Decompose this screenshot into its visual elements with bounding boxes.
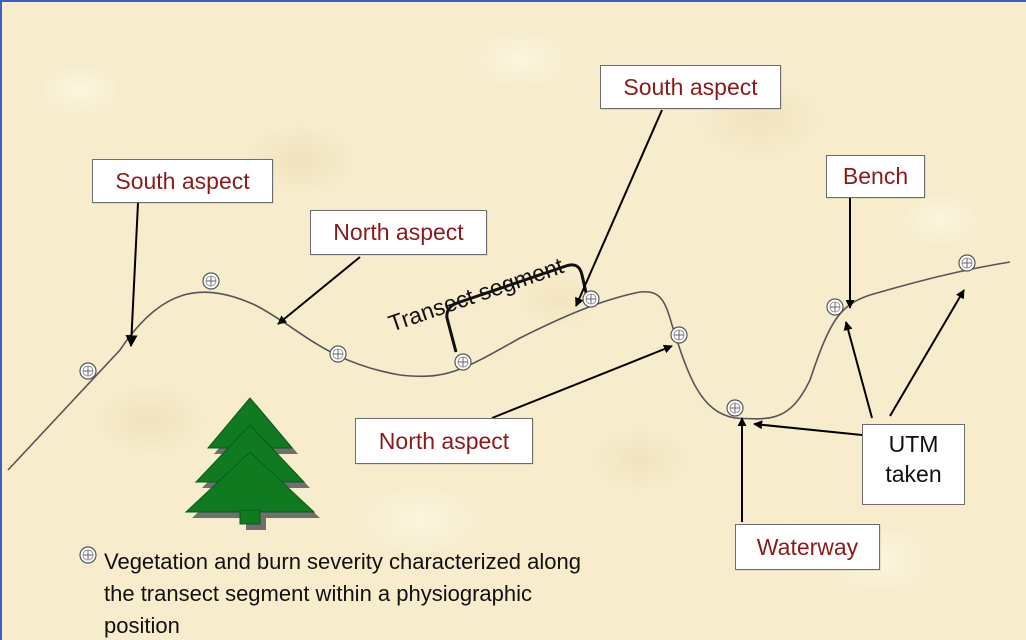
legend-text-block: Vegetation and burn severity characteriz…	[104, 546, 764, 640]
label-south-aspect-top: South aspect	[600, 65, 781, 109]
arrow-north-aspect-lower	[491, 344, 673, 419]
legend-line-2: the transect segment within a physiograp…	[104, 581, 533, 606]
plot-point-marker-icon	[79, 362, 97, 380]
utm-line-2: taken	[885, 461, 942, 487]
legend-line-3: position	[104, 613, 180, 638]
legend-line-1: Vegetation and burn severity characteriz…	[104, 549, 581, 574]
arrow-utm-to-waterway	[753, 420, 863, 436]
arrow-north-aspect-upper	[277, 256, 361, 325]
label-waterway: Waterway	[735, 524, 880, 570]
legend-marker-icon	[79, 546, 97, 564]
plot-point-marker-icon	[202, 272, 220, 290]
plot-point-marker-icon	[670, 326, 688, 344]
label-north-aspect-upper: North aspect	[310, 210, 487, 255]
arrow-south-aspect-top	[575, 109, 663, 307]
plot-point-marker-icon	[726, 399, 744, 417]
transect-segment-bracket	[445, 263, 589, 353]
plot-point-marker-icon	[329, 345, 347, 363]
arrow-south-aspect-left	[125, 202, 139, 348]
plot-point-marker-icon	[454, 353, 472, 371]
plot-point-marker-icon	[582, 290, 600, 308]
arrow-utm-to-ridge	[889, 289, 965, 417]
arrow-utm-to-bench	[843, 321, 873, 419]
utm-line-1: UTM	[888, 431, 939, 457]
label-utm-taken: UTM taken	[862, 424, 965, 505]
conifer-tree-icon	[184, 397, 320, 530]
label-north-aspect-lower: North aspect	[355, 418, 533, 464]
label-south-aspect-left: South aspect	[92, 159, 273, 203]
label-bench: Bench	[826, 155, 925, 198]
plot-point-marker-icon	[826, 298, 844, 316]
plot-point-marker-icon	[958, 254, 976, 272]
